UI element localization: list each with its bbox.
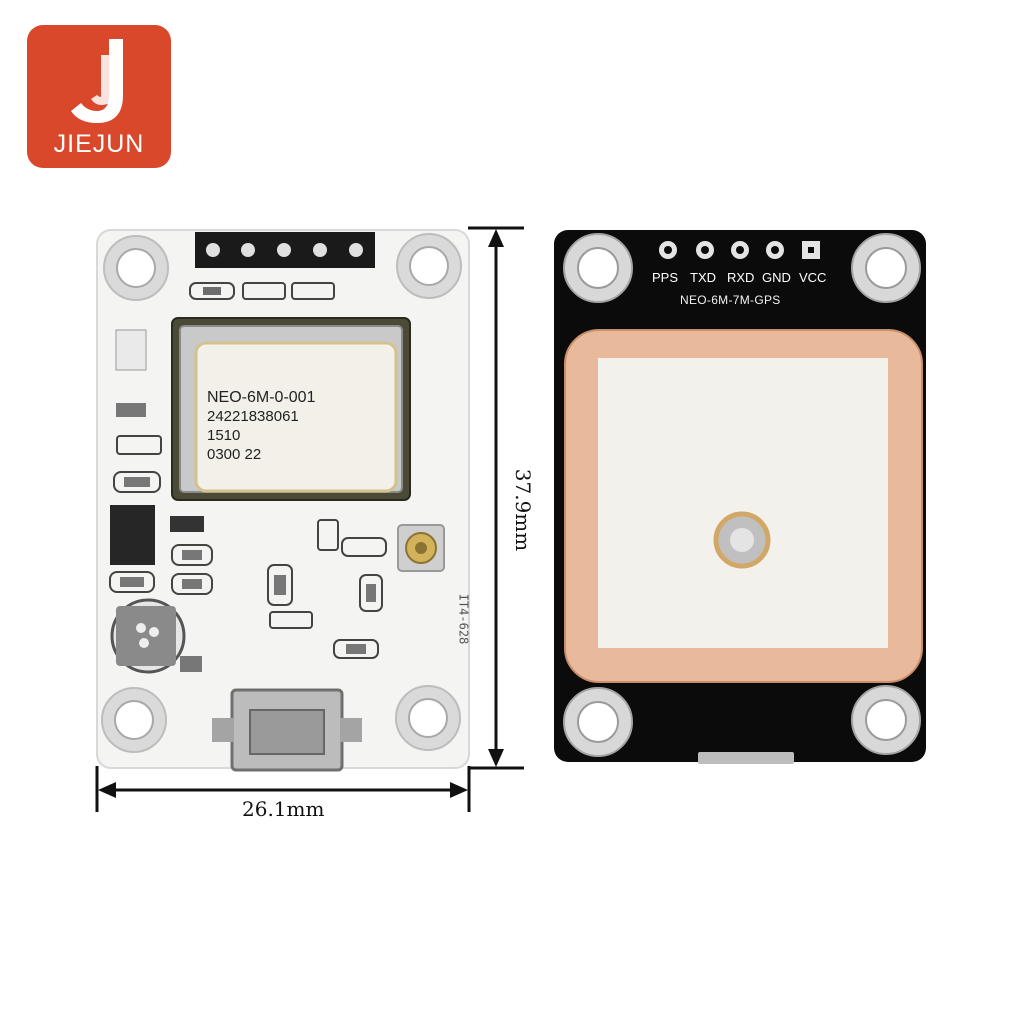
mounting-hole-back-bottom-left <box>563 687 633 757</box>
pin-label-pps: PPS <box>652 270 679 285</box>
module-label-line1: NEO-6M-0-001 <box>207 389 316 406</box>
pin-label-gnd: GND <box>762 270 791 285</box>
back-model-label: NEO-6M-7M-GPS <box>680 293 781 307</box>
mounting-hole-top-right <box>396 233 462 299</box>
patch-antenna <box>564 329 923 683</box>
mounting-hole-bottom-left <box>101 687 167 753</box>
module-label-line2: 24221838061 <box>207 408 299 425</box>
pin-label-vcc: VCC <box>799 270 827 285</box>
brand-logo: JIEJUN <box>27 25 171 168</box>
mounting-hole-back-top-right <box>851 233 921 303</box>
module-label: NEO-6M-0-001 24221838061 1510 0300 22 <box>207 388 315 464</box>
pin-label-rxd: RXD <box>727 270 755 285</box>
pin-label-txd: TXD <box>690 270 716 285</box>
front-board <box>96 229 470 772</box>
gps-module <box>171 317 411 501</box>
pin-labels: PPS TXD RXD GND VCC <box>652 270 832 290</box>
mounting-hole-bottom-right <box>395 685 461 751</box>
module-label-line3: 1510 <box>207 427 241 444</box>
mounting-hole-back-top-left <box>563 233 633 303</box>
height-dimension-line <box>468 226 524 770</box>
module-label-line4: 0300 22 <box>207 446 262 463</box>
header-pins-front <box>195 232 375 268</box>
mounting-hole-top-left <box>103 235 169 301</box>
micro-usb-port-back <box>698 752 794 764</box>
smd-components <box>109 282 387 659</box>
width-dimension-line <box>95 766 471 812</box>
micro-usb-port-front <box>212 688 362 772</box>
width-label: 26.1mm <box>242 797 325 821</box>
back-board <box>554 230 926 764</box>
ufl-connector <box>397 524 445 572</box>
brand-name: JIEJUN <box>53 130 145 158</box>
header-pads-back <box>659 241 820 259</box>
mounting-hole-back-bottom-right <box>851 685 921 755</box>
height-label: 37.9mm <box>511 468 536 552</box>
backup-battery <box>110 598 202 674</box>
j-logo-icon <box>71 39 123 123</box>
front-silkscreen: IT4-628 <box>456 593 471 645</box>
